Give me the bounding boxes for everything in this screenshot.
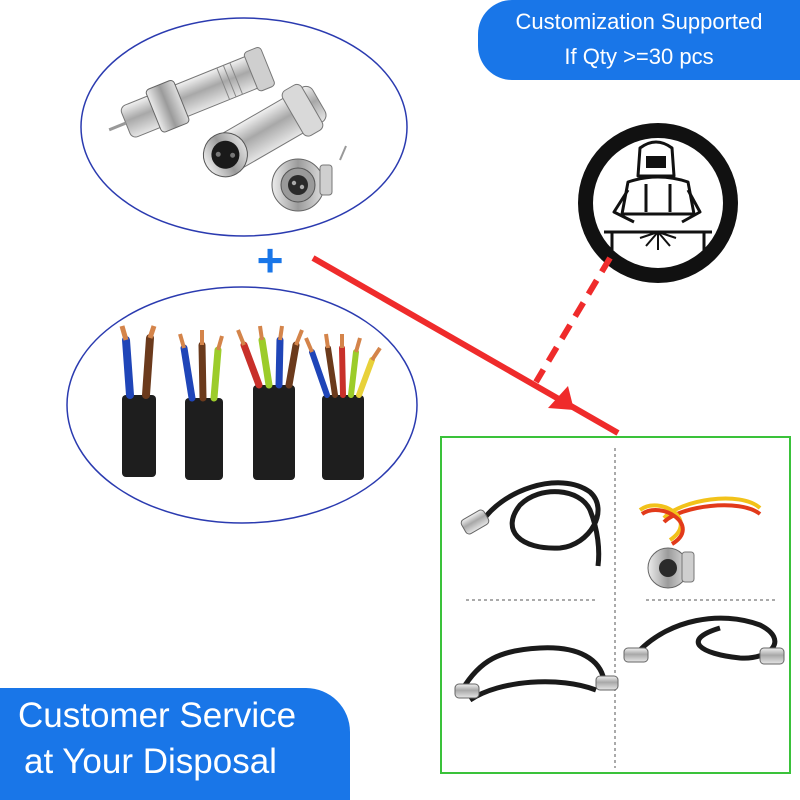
customer-service-line2: at Your Disposal (24, 742, 277, 781)
customer-service-line1: Customer Service (18, 696, 297, 735)
plus-symbol: + (257, 234, 284, 286)
customization-banner: Customization Supported If Qty >=30 pcs (478, 0, 800, 80)
dashed-arrow-line (533, 256, 613, 384)
aviation-connector-icon (108, 46, 347, 212)
customization-text: Customization Supported (515, 9, 763, 34)
cables-ellipse (66, 286, 418, 524)
welder-worker-icon (604, 140, 712, 250)
connector-cable-assembly-icon (454, 480, 785, 703)
min-qty-text: If Qty >=30 pcs (564, 44, 714, 69)
arrow-head (548, 386, 574, 410)
cables-group (66, 286, 418, 524)
multi-core-cable-icon (119, 325, 382, 480)
connectors-group (80, 17, 408, 237)
customer-service-banner: Customer Service at Your Disposal (0, 688, 350, 800)
welder-group (578, 123, 738, 283)
finished-products-frame (440, 436, 791, 774)
